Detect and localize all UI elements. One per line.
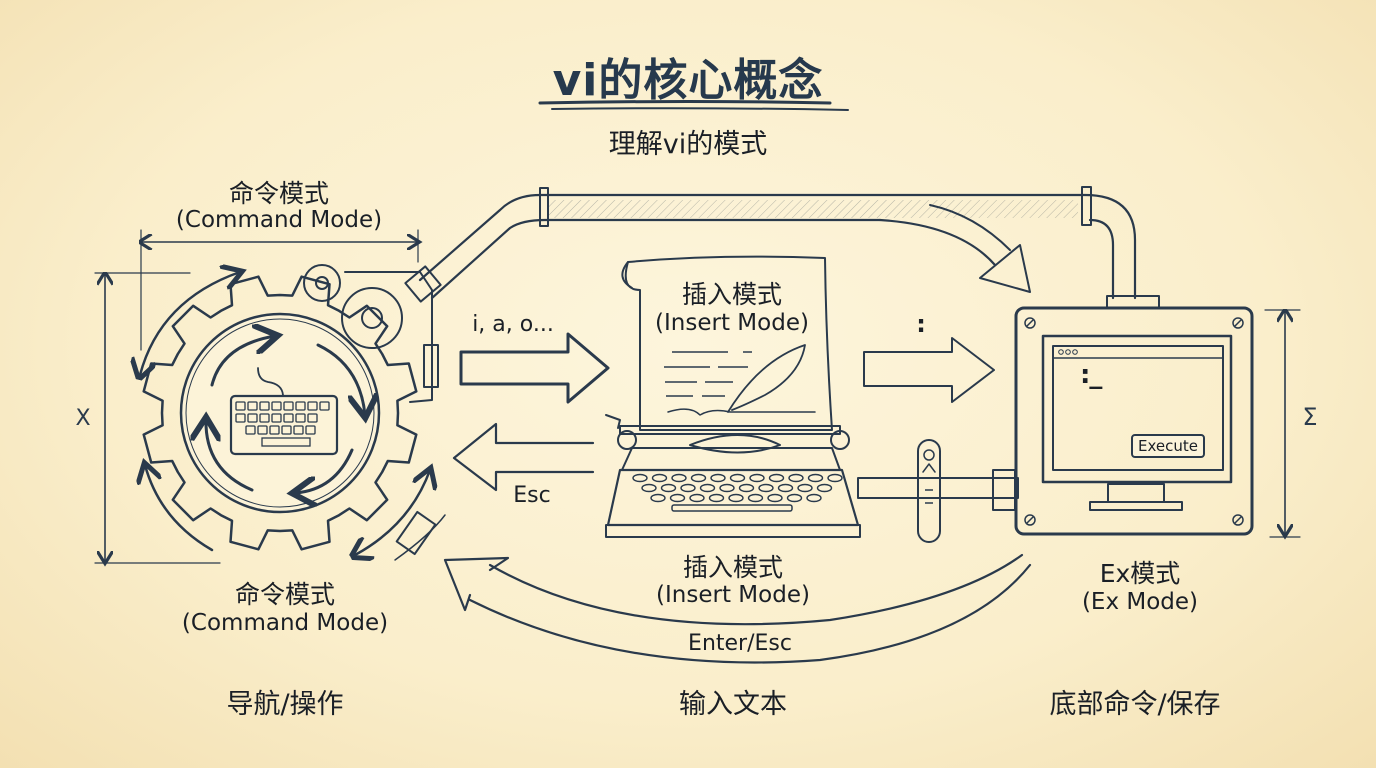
keyboard-key <box>295 413 306 423</box>
typewriter-key <box>690 473 707 483</box>
ex-screen-prompt: :_ <box>1080 360 1102 390</box>
typewriter-key <box>660 483 677 493</box>
keyboard-key <box>235 401 246 411</box>
monitor-icon <box>1014 306 1254 536</box>
ex-height-dimension <box>1264 310 1301 537</box>
typewriter-key <box>708 493 725 503</box>
keyboard-key <box>283 401 294 411</box>
keyboard-key <box>257 425 268 435</box>
keyboard-key <box>247 401 258 411</box>
typewriter-key <box>788 473 804 483</box>
typewriter-key <box>641 483 657 493</box>
keyboard-key <box>271 413 282 423</box>
typewriter-key <box>728 493 744 503</box>
small-gears-icon <box>303 264 439 403</box>
typewriter-key <box>807 473 824 483</box>
transition-label-insert-to-command: Esc <box>513 483 551 508</box>
insert-mode-description: 输入文本 <box>679 689 787 720</box>
keyboard-key <box>319 401 330 411</box>
typewriter-key <box>816 483 833 493</box>
shaft-connector <box>857 439 1019 543</box>
keyboard-key <box>259 401 270 411</box>
arrow-ex-to-command <box>443 553 1032 664</box>
keyboard-key <box>259 413 270 423</box>
transition-label-command-to-insert: i, a, o... <box>472 312 554 337</box>
typewriter-key <box>719 483 735 493</box>
paper-scroll-icon <box>621 255 833 431</box>
typewriter-key <box>651 473 668 483</box>
pipe-branch-arrow <box>878 204 1031 293</box>
typewriter-key <box>699 483 716 493</box>
typewriter-key <box>758 483 774 493</box>
typewriter-key <box>738 483 755 493</box>
typewriter-key <box>632 473 648 483</box>
insert-mode-label-cn: 插入模式 <box>682 553 784 582</box>
typewriter-key <box>710 473 726 483</box>
keyboard-key <box>283 413 294 423</box>
keyboard-key <box>235 413 246 423</box>
ex-dimension-symbol: Σ <box>1302 403 1318 431</box>
keyboard-key <box>247 413 258 423</box>
title-underline <box>538 100 849 111</box>
page-title: vi的核心概念 <box>552 55 824 106</box>
arrow-insert-to-ex <box>863 337 995 403</box>
typewriter-key <box>680 483 696 493</box>
keyboard-spacebar <box>261 437 311 447</box>
typewriter-key <box>767 493 783 503</box>
command-mode-label-en: (Command Mode) <box>181 610 389 636</box>
typewriter-icon <box>605 414 861 538</box>
insert-mode-label-en: (Insert Mode) <box>656 582 810 608</box>
typewriter-key <box>689 493 705 503</box>
keyboard-key <box>281 425 292 435</box>
typewriter-key <box>650 493 666 503</box>
ex-mode-description: 底部命令/保存 <box>1049 689 1221 720</box>
typewriter-key <box>669 493 686 503</box>
command-mode-title-cn: 命令模式 <box>228 179 330 208</box>
quill-feather-icon <box>727 344 806 413</box>
keyboard-key <box>271 401 282 411</box>
transition-label-ex-to-command: Enter/Esc <box>688 631 792 656</box>
typewriter-key <box>797 483 813 493</box>
typewriter-key <box>749 473 765 483</box>
keyboard-key <box>305 425 316 435</box>
arrow-command-to-insert <box>459 332 610 404</box>
outer-rotation-arrows <box>140 272 446 560</box>
insert-mode-title-en: (Insert Mode) <box>655 310 809 336</box>
typewriter-key <box>827 473 843 483</box>
typewriter-key <box>747 493 764 503</box>
transition-label-insert-to-ex: : <box>916 310 926 338</box>
command-dimension-symbol: X <box>75 406 91 431</box>
ex-mode-label-cn: Ex模式 <box>1099 559 1181 588</box>
typewriter-key <box>786 493 803 503</box>
command-mode-description: 导航/操作 <box>226 689 344 720</box>
ex-mode-label-en: (Ex Mode) <box>1081 589 1199 615</box>
command-mode-label-cn: 命令模式 <box>234 580 336 609</box>
keyboard-key <box>245 425 256 435</box>
page-subtitle: 理解vi的模式 <box>608 129 768 160</box>
keyboard-key <box>307 401 318 411</box>
typewriter-key <box>806 493 822 503</box>
keyboard-key <box>295 401 306 411</box>
command-mode-title-en: (Command Mode) <box>175 207 383 233</box>
pipe-connector <box>404 186 1160 309</box>
keyboard-icon <box>229 367 339 456</box>
execute-button[interactable]: Execute <box>1131 434 1205 458</box>
keyboard-key <box>307 413 318 423</box>
arrow-insert-to-command <box>452 422 595 492</box>
insert-mode-title-cn: 插入模式 <box>681 280 783 309</box>
typewriter-key <box>777 483 794 493</box>
gear-icon <box>142 275 418 551</box>
keyboard-key <box>293 425 304 435</box>
keyboard-key <box>269 425 280 435</box>
typewriter-key <box>768 473 785 483</box>
typewriter-key <box>729 473 746 483</box>
typewriter-key <box>671 473 687 483</box>
